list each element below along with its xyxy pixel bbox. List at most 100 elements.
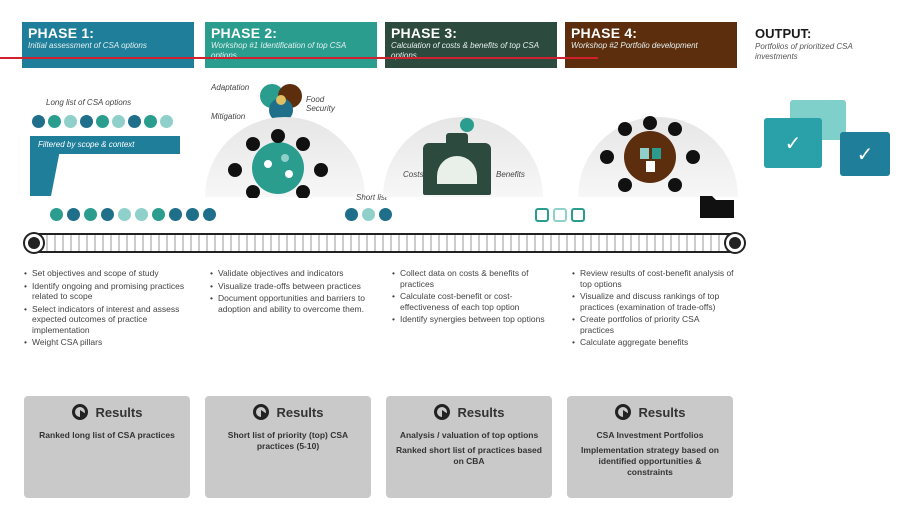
- long-list-label: Long list of CSA options: [46, 98, 132, 107]
- results-arrow-icon: [614, 404, 631, 420]
- phase-3-activities: Collect data on costs & benefits of prac…: [392, 268, 552, 327]
- workshop-table-icon: [228, 129, 328, 198]
- phase-4-activities: Review results of cost-benefit analysis …: [572, 268, 734, 350]
- results-label: Results: [638, 404, 686, 420]
- phase-1-title: PHASE 1:: [28, 25, 95, 41]
- option-dot: [64, 115, 77, 128]
- option-dot: [203, 208, 216, 221]
- csa-pillars-puzzle-icon: [260, 84, 302, 122]
- results-arrow-icon: [252, 404, 269, 420]
- phase-2-subtitle: Workshop #1 Identification of top CSA op…: [211, 41, 346, 60]
- phase-2-header: PHASE 2: Workshop #1 Identification of t…: [205, 22, 377, 68]
- results-text: CSA Investment Portfolios: [596, 430, 704, 440]
- phase-3-header: PHASE 3: Calculation of costs & benefits…: [385, 22, 557, 68]
- activity-item: Document opportunities and barriers to a…: [210, 293, 370, 314]
- option-dot: [186, 208, 199, 221]
- option-dot: [48, 115, 61, 128]
- results-header: Results: [567, 404, 733, 420]
- activity-item: Identify synergies between top options: [392, 314, 552, 325]
- portfolio-workshop-icon: [600, 116, 700, 192]
- results-label: Results: [457, 404, 505, 420]
- food-security-label: Food Security: [306, 95, 335, 113]
- phase-2-results: Results Short list of priority (top) CSA…: [205, 396, 371, 498]
- gear-icon: [25, 234, 43, 252]
- results-arrow-icon: [433, 404, 450, 420]
- phase-2-activities: Validate objectives and indicators Visua…: [210, 268, 370, 316]
- benefits-label: Benefits: [496, 170, 525, 179]
- scale-dial: [437, 156, 477, 184]
- option-dot: [160, 115, 173, 128]
- option-dot: [67, 208, 80, 221]
- option-dot: [128, 115, 141, 128]
- gear-icon: [726, 234, 744, 252]
- output-subtitle: Portfolios of prioritized CSA investment…: [755, 42, 853, 61]
- portfolio-folder-icon: ✓: [764, 118, 822, 168]
- option-dot: [379, 208, 392, 221]
- process-conveyor: [30, 233, 742, 253]
- filter-callout: Filtered by scope & context: [30, 136, 180, 154]
- option-dot: [144, 115, 157, 128]
- activity-item: Set objectives and scope of study: [24, 268, 194, 279]
- results-header: Results: [24, 404, 190, 420]
- results-header: Results: [205, 404, 371, 420]
- adaptation-label: Adaptation: [211, 83, 250, 92]
- results-header: Results: [386, 404, 552, 420]
- results-text-secondary: Implementation strategy based on identif…: [581, 445, 719, 477]
- option-dot: [101, 208, 114, 221]
- activity-item: Calculate cost-benefit or cost-effective…: [392, 291, 552, 312]
- filter-funnel: [30, 150, 60, 196]
- phase-1-header: PHASE 1: Initial assessment of CSA optio…: [22, 22, 194, 68]
- document-icon: [571, 208, 585, 222]
- portfolio-folder-icon: ✓: [840, 132, 890, 176]
- activity-item: Weight CSA pillars: [24, 337, 194, 348]
- option-dot: [50, 208, 63, 221]
- activity-item: Validate objectives and indicators: [210, 268, 370, 279]
- phase-4-subtitle: Workshop #2 Portfolio development: [571, 41, 698, 50]
- option-dot: [460, 118, 474, 132]
- results-text: Ranked long list of CSA practices: [39, 430, 175, 440]
- phase-2-title: PHASE 2:: [211, 25, 278, 41]
- short-list-label: Short list: [356, 193, 388, 202]
- phase-1-activities: Set objectives and scope of study Identi…: [24, 268, 194, 350]
- option-dot: [345, 208, 358, 221]
- activity-item: Visualize and discuss rankings of top pr…: [572, 291, 734, 312]
- phase-3-title: PHASE 3:: [391, 25, 458, 41]
- activity-item: Create portfolios of priority CSA practi…: [572, 314, 734, 335]
- option-dot: [112, 115, 125, 128]
- checkmark-icon: ✓: [784, 131, 802, 155]
- costs-label: Costs: [403, 170, 424, 179]
- option-dot: [152, 208, 165, 221]
- phase-3-results: Results Analysis / valuation of top opti…: [386, 396, 552, 498]
- option-dot: [84, 208, 97, 221]
- activity-item: Identify ongoing and promising practices…: [24, 281, 194, 302]
- activity-item: Visualize trade-offs between practices: [210, 281, 370, 292]
- option-dot: [135, 208, 148, 221]
- results-text-secondary: Ranked short list of practices based on …: [396, 445, 542, 466]
- phase-4-header: PHASE 4: Workshop #2 Portfolio developme…: [565, 22, 737, 68]
- option-dot: [32, 115, 45, 128]
- option-dot: [362, 208, 375, 221]
- option-dot: [80, 115, 93, 128]
- option-dot: [169, 208, 182, 221]
- phase-3-subtitle: Calculation of costs & benefits of top C…: [391, 41, 539, 60]
- document-icon: [553, 208, 567, 222]
- red-divider-line: [0, 57, 598, 59]
- output-title: OUTPUT:: [755, 26, 812, 41]
- results-label: Results: [95, 404, 143, 420]
- phase-1-results: Results Ranked long list of CSA practice…: [24, 396, 190, 498]
- results-text: Short list of priority (top) CSA practic…: [227, 430, 349, 451]
- activity-item: Select indicators of interest and assess…: [24, 304, 194, 336]
- document-icon: [535, 208, 549, 222]
- folder-icon: [700, 196, 734, 218]
- results-text: Analysis / valuation of top options: [399, 430, 539, 440]
- phase-1-subtitle: Initial assessment of CSA options: [28, 41, 147, 50]
- results-label: Results: [276, 404, 324, 420]
- option-dot: [118, 208, 131, 221]
- activity-item: Collect data on costs & benefits of prac…: [392, 268, 552, 289]
- option-dot: [96, 115, 109, 128]
- results-arrow-icon: [71, 404, 88, 420]
- activity-item: Review results of cost-benefit analysis …: [572, 268, 734, 289]
- mitigation-label: Mitigation: [211, 112, 246, 121]
- phase-4-title: PHASE 4:: [571, 25, 638, 41]
- scale-top: [446, 133, 468, 143]
